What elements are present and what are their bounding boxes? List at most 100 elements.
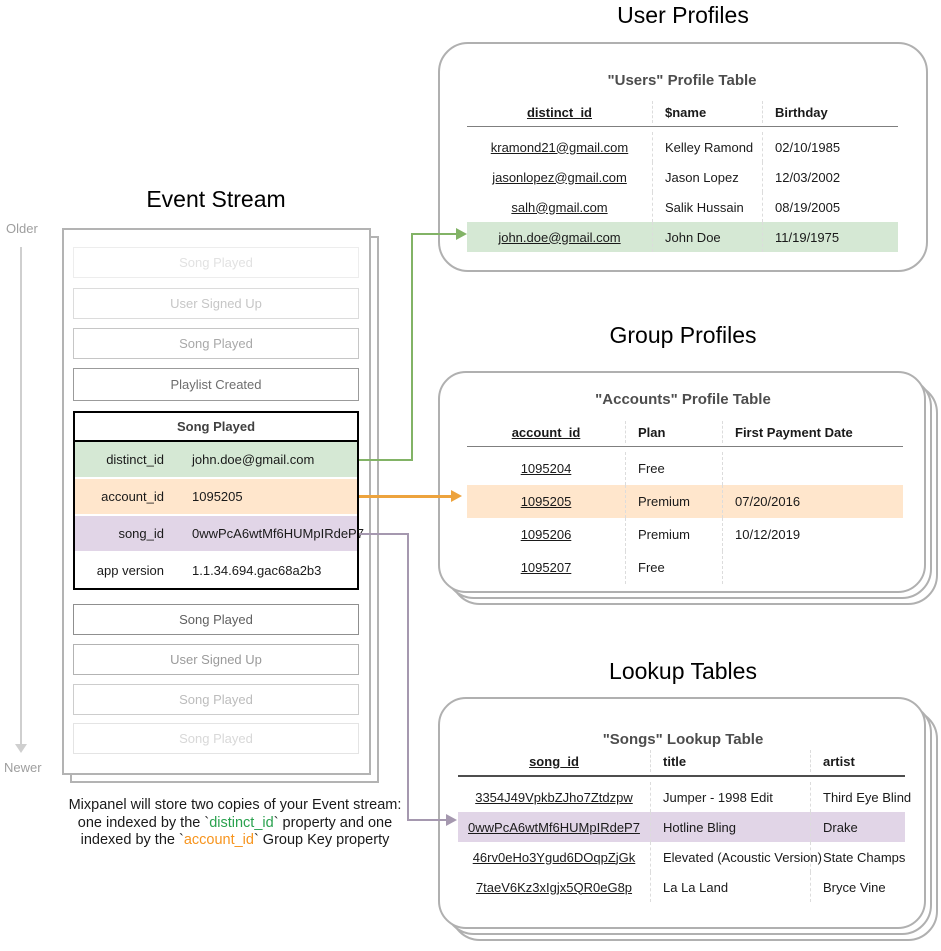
songs-table: song_id title artist 3354J49VpkbZJho7Ztd… <box>458 750 911 902</box>
distinct-id-connector-segment <box>411 233 457 235</box>
song-id-connector-segment <box>407 533 409 821</box>
caption-text: ` Group Key property <box>253 832 390 848</box>
cell-first-payment-date: 10/12/2019 <box>722 518 903 551</box>
cell-title: Hotline Bling <box>650 812 810 842</box>
diagram-caption: Mixpanel will store two copies of your E… <box>15 797 455 850</box>
column-header-song-id: song_id <box>529 753 579 769</box>
cell-first-payment-date: 07/20/2016 <box>722 485 903 518</box>
event-box-song-played-1: Song Played <box>73 247 359 278</box>
header-rule <box>458 775 905 777</box>
event-box-song-played-3: Song Played <box>73 604 359 635</box>
event-property-song-id: song_id 0wwPcA6wtMf6HUMpIRdeP7 <box>75 514 364 551</box>
caption-line-2: one indexed by the `distinct_id` propert… <box>15 815 455 833</box>
column-header-plan: Plan <box>625 421 722 443</box>
cell-plan: Free <box>625 452 722 485</box>
cell-birthday: 08/19/2005 <box>762 192 898 222</box>
cell-birthday: 02/10/1985 <box>762 132 898 162</box>
focused-event-card: Song Played distinct_id john.doe@gmail.c… <box>73 411 364 590</box>
users-table-title: "Users" Profile Table <box>607 72 757 89</box>
lookup-tables-title: Lookup Tables <box>609 658 757 684</box>
event-box-playlist-created: Playlist Created <box>73 368 359 401</box>
column-header-title: title <box>650 750 810 772</box>
cell-birthday: 12/03/2002 <box>762 162 898 192</box>
header-rule <box>467 126 898 127</box>
account-id-arrowhead-icon <box>451 490 462 502</box>
column-header-first-payment-date: First Payment Date <box>722 421 903 443</box>
event-stream-title: Event Stream <box>146 186 286 212</box>
cell-song-id: 46rv0eHo3Ygud6DOqpZjGk <box>472 849 636 865</box>
caption-line-3: indexed by the `account_id` Group Key pr… <box>15 832 455 850</box>
distinct-id-connector-segment <box>411 233 413 461</box>
cell-song-id: 7taeV6Kz3xIgjx5QR0eG8p <box>475 879 633 895</box>
cell-first-payment-date <box>722 452 903 485</box>
cell-account-id: 1095206 <box>520 527 572 542</box>
property-value: 1.1.34.694.gac68a2b3 <box>192 563 322 578</box>
column-header-name: $name <box>652 101 762 123</box>
event-property-app-version: app version 1.1.34.694.gac68a2b3 <box>75 551 357 588</box>
cell-distinct-id: john.doe@gmail.com <box>467 222 652 252</box>
distinct-id-connector-segment <box>359 459 413 461</box>
cell-name: John Doe <box>652 222 762 252</box>
cell-plan: Free <box>625 551 722 584</box>
cell-artist: State Champs <box>810 842 905 872</box>
account-id-connector-segment <box>359 495 452 498</box>
cell-distinct-id: salh@gmail.com <box>511 199 608 215</box>
property-value: john.doe@gmail.com <box>192 452 315 467</box>
property-key: song_id <box>118 526 164 541</box>
property-key: account_id <box>101 489 164 504</box>
header-rule <box>467 446 903 447</box>
cell-name: Kelley Ramond <box>652 132 762 162</box>
cell-name: Salik Hussain <box>652 192 762 222</box>
cell-name: Jason Lopez <box>652 162 762 192</box>
property-key: distinct_id <box>106 452 164 467</box>
cell-first-payment-date <box>722 551 903 584</box>
timeline-line <box>20 247 22 744</box>
event-box-song-played-4: Song Played <box>73 684 359 715</box>
user-profiles-title: User Profiles <box>617 2 749 28</box>
column-header-artist: artist <box>810 750 905 772</box>
property-value: 1095205 <box>192 489 243 504</box>
column-header-distinct-id: distinct_id <box>526 104 592 120</box>
column-header-account-id: account_id <box>511 424 581 440</box>
cell-artist: Bryce Vine <box>810 872 905 902</box>
song-id-connector-segment <box>407 819 447 821</box>
distinct-id-token: distinct_id <box>209 814 274 831</box>
cell-title: Jumper - 1998 Edit <box>650 782 810 812</box>
property-value: 0wwPcA6wtMf6HUMpIRdeP7 <box>192 526 364 541</box>
older-label: Older <box>6 221 38 236</box>
cell-artist: Third Eye Blind <box>810 782 911 812</box>
event-box-user-signed-up-1: User Signed Up <box>73 288 359 319</box>
cell-title: La La Land <box>650 872 810 902</box>
caption-text: indexed by the ` <box>80 832 184 848</box>
event-property-account-id: account_id 1095205 <box>75 477 357 514</box>
cell-song-id: 0wwPcA6wtMf6HUMpIRdeP7 <box>458 812 650 842</box>
cell-distinct-id: jasonlopez@gmail.com <box>492 169 627 185</box>
cell-account-id: 1095204 <box>520 461 572 476</box>
property-key: app version <box>96 563 164 578</box>
accounts-table-title: "Accounts" Profile Table <box>595 391 771 408</box>
song-id-arrowhead-icon <box>446 814 457 826</box>
accounts-table: account_id Plan First Payment Date 10952… <box>467 421 903 584</box>
cell-title: Elevated (Acoustic Version) <box>650 842 822 872</box>
event-box-song-played-2: Song Played <box>73 328 359 359</box>
cell-plan: Premium <box>625 485 722 518</box>
event-property-distinct-id: distinct_id john.doe@gmail.com <box>75 442 357 477</box>
timeline-arrow-down-icon <box>15 744 27 753</box>
event-box-song-played-5: Song Played <box>73 723 359 754</box>
caption-text: one indexed by the ` <box>77 814 210 831</box>
account-id-token: account_id <box>183 832 254 848</box>
cell-birthday: 11/19/1975 <box>762 222 898 252</box>
cell-plan: Premium <box>625 518 722 551</box>
song-id-connector-segment <box>359 533 409 535</box>
songs-table-title: "Songs" Lookup Table <box>602 731 764 748</box>
cell-account-id: 1095205 <box>467 485 625 518</box>
caption-line-1: Mixpanel will store two copies of your E… <box>68 797 402 813</box>
group-profiles-title: Group Profiles <box>609 322 757 348</box>
distinct-id-arrowhead-icon <box>456 228 467 240</box>
cell-song-id: 3354J49VpkbZJho7Ztdzpw <box>475 789 633 805</box>
users-table: distinct_id $name Birthday kramond21@gma… <box>467 101 898 252</box>
event-box-user-signed-up-2: User Signed Up <box>73 644 359 675</box>
focused-event-title: Song Played <box>75 413 357 442</box>
cell-artist: Drake <box>810 812 905 842</box>
